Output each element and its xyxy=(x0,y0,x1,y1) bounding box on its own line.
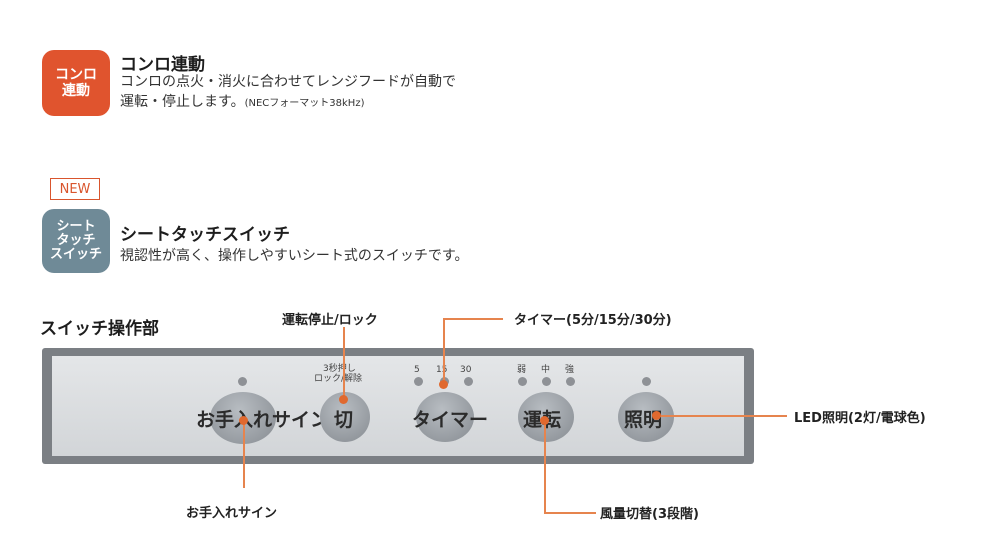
marker-dot-run xyxy=(540,416,549,425)
timer-button[interactable] xyxy=(416,392,474,442)
fan-level-strong: 強 xyxy=(565,365,575,375)
timer-led-5 xyxy=(414,377,423,386)
off-hint-line1: 3秒押し xyxy=(323,364,356,374)
marker-dot-care xyxy=(239,416,248,425)
fan-led-medium xyxy=(542,377,551,386)
leader-line-timer-v xyxy=(443,318,445,384)
fan-led-strong xyxy=(566,377,575,386)
callout-timer: タイマー(5分/15分/30分) xyxy=(514,313,672,328)
timer-label: タイマー xyxy=(412,409,489,431)
badge-line: スイッチ xyxy=(49,247,102,263)
care-sign-label: お手入れサイン xyxy=(196,409,330,431)
callout-fan-switch: 風量切替(3段階) xyxy=(600,507,699,522)
timer-led-30 xyxy=(464,377,473,386)
leader-line-care-sign xyxy=(243,420,245,488)
light-led xyxy=(642,377,651,386)
marker-dot-off xyxy=(339,395,348,404)
feature-title-sheet-touch: シートタッチスイッチ xyxy=(120,225,290,245)
section-title: スイッチ操作部 xyxy=(40,319,159,339)
fan-level-weak: 弱 xyxy=(517,365,527,375)
badge-line: シート xyxy=(56,218,96,234)
callout-care-sign: お手入れサイン xyxy=(186,506,278,521)
callout-run-stop-lock: 運転停止/ロック xyxy=(282,313,378,328)
leader-line-light xyxy=(657,415,787,417)
timer-level-5: 5 xyxy=(414,365,420,375)
care-sign-led xyxy=(238,377,247,386)
desc-line: コンロの点火・消火に合わせてレンジフードが自動で xyxy=(120,74,456,90)
leader-line-fan-v xyxy=(544,420,546,513)
stove-link-badge: コンロ 連動 xyxy=(42,50,110,116)
feature-title-stove-link: コンロ連動 xyxy=(120,55,205,75)
timer-level-30: 30 xyxy=(460,365,472,375)
sheet-touch-badge: シート タッチ スイッチ xyxy=(42,209,110,273)
marker-dot-timer xyxy=(439,380,448,389)
timer-level-15: 15 xyxy=(436,365,448,375)
feature-desc-stove-link: コンロの点火・消火に合わせてレンジフードが自動で 運転・停止します。(NECフォ… xyxy=(120,72,456,114)
new-tag: NEW xyxy=(50,178,100,200)
feature-desc-sheet-touch: 視認性が高く、操作しやすいシート式のスイッチです。 xyxy=(120,248,469,264)
desc-line: 運転・停止します。(NECフォーマット38kHz) xyxy=(120,94,365,110)
badge-line: コンロ xyxy=(55,66,97,83)
marker-dot-light xyxy=(652,411,661,420)
light-button[interactable] xyxy=(618,392,674,442)
badge-line: タッチ xyxy=(56,232,96,248)
off-label: 切 xyxy=(334,409,354,431)
desc-note: (NECフォーマット38kHz) xyxy=(244,98,365,109)
off-hint-line2: ロック/解除 xyxy=(314,374,363,384)
fan-level-medium: 中 xyxy=(541,365,551,375)
fan-led-weak xyxy=(518,377,527,386)
leader-line-run-stop xyxy=(343,327,345,398)
leader-line-timer-h xyxy=(443,318,503,320)
badge-line: 連動 xyxy=(62,83,90,99)
callout-led-light: LED照明(2灯/電球色) xyxy=(794,411,926,426)
leader-line-fan-h xyxy=(544,512,596,514)
